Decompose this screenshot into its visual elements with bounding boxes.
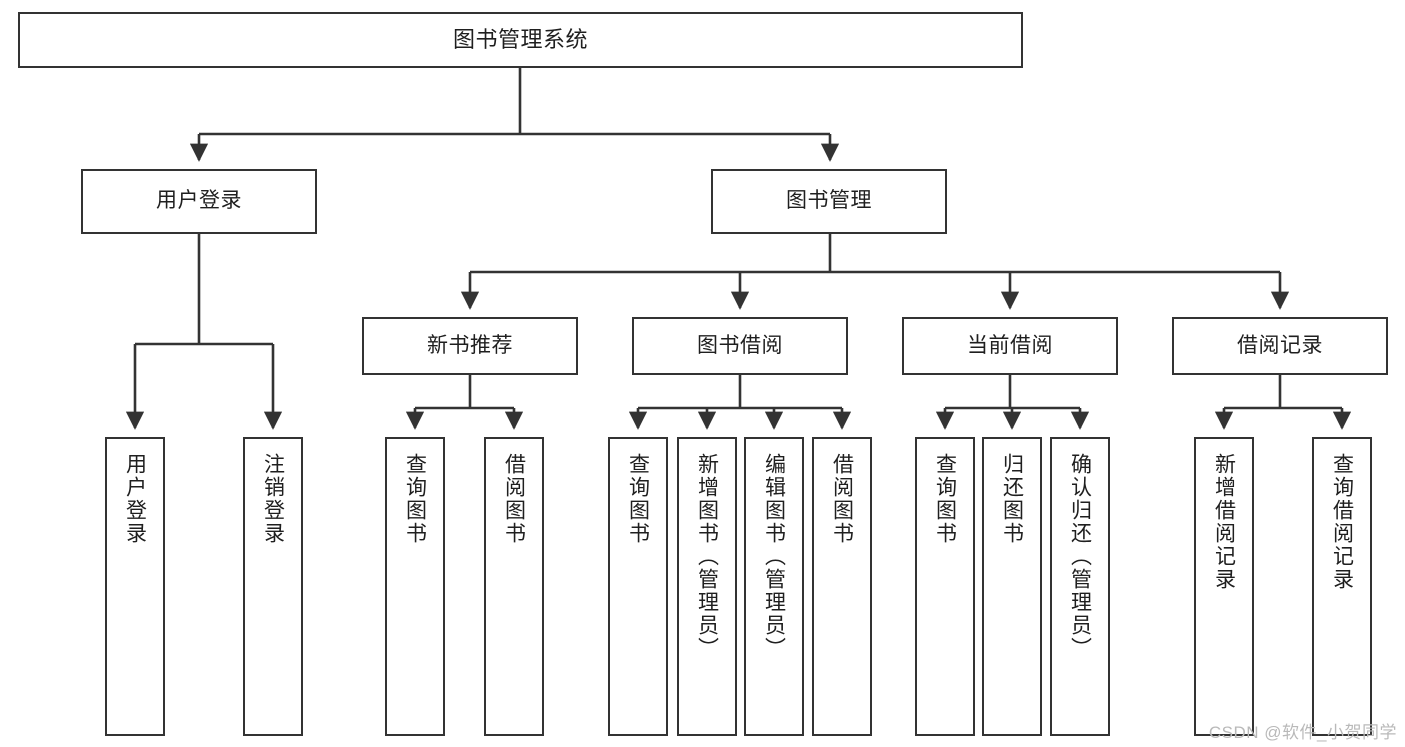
node-leaf-return-book[interactable]: 归还图书 xyxy=(982,437,1042,736)
node-leaf-logout-login[interactable]: 注销登录 xyxy=(243,437,303,736)
node-leaf-confirm-return-admin[interactable]: 确认归还（管理员） xyxy=(1050,437,1110,736)
node-leaf-edit-book-admin-label: 编辑图书（管理员） xyxy=(762,453,786,660)
node-current-borrow-label: 当前借阅 xyxy=(967,333,1053,357)
node-leaf-query-book-borrow-label: 查询图书 xyxy=(626,453,650,545)
node-leaf-add-book-admin-label: 新增图书（管理员） xyxy=(695,453,719,660)
node-leaf-borrow-book-new[interactable]: 借阅图书 xyxy=(484,437,544,736)
node-root[interactable]: 图书管理系统 xyxy=(18,12,1023,68)
node-leaf-add-borrow-record-label: 新增借阅记录 xyxy=(1212,453,1236,591)
node-leaf-user-login[interactable]: 用户登录 xyxy=(105,437,165,736)
node-root-label: 图书管理系统 xyxy=(452,27,588,53)
node-leaf-borrow-book-new-label: 借阅图书 xyxy=(502,453,526,545)
node-current-borrow[interactable]: 当前借阅 xyxy=(902,317,1118,375)
node-leaf-query-borrow-record-label: 查询借阅记录 xyxy=(1330,453,1354,591)
node-leaf-edit-book-admin[interactable]: 编辑图书（管理员） xyxy=(744,437,804,736)
node-leaf-borrow-book[interactable]: 借阅图书 xyxy=(812,437,872,736)
node-leaf-logout-login-label: 注销登录 xyxy=(261,453,285,545)
node-book-manage-label: 图书管理 xyxy=(786,189,872,213)
node-borrow-record[interactable]: 借阅记录 xyxy=(1172,317,1388,375)
node-leaf-query-borrow-record[interactable]: 查询借阅记录 xyxy=(1312,437,1372,736)
node-leaf-borrow-book-label: 借阅图书 xyxy=(830,453,854,545)
node-leaf-return-book-label: 归还图书 xyxy=(1000,453,1024,545)
node-book-borrow-label: 图书借阅 xyxy=(697,333,783,357)
node-leaf-query-book-current[interactable]: 查询图书 xyxy=(915,437,975,736)
node-user-login-label: 用户登录 xyxy=(156,189,242,213)
node-leaf-user-login-label: 用户登录 xyxy=(123,453,147,545)
node-book-borrow[interactable]: 图书借阅 xyxy=(632,317,848,375)
node-leaf-query-book-current-label: 查询图书 xyxy=(933,453,957,545)
node-leaf-query-book-new-label: 查询图书 xyxy=(403,453,427,545)
node-leaf-add-borrow-record[interactable]: 新增借阅记录 xyxy=(1194,437,1254,736)
node-new-book-recommend-label: 新书推荐 xyxy=(427,333,513,357)
node-leaf-add-book-admin[interactable]: 新增图书（管理员） xyxy=(677,437,737,736)
node-user-login[interactable]: 用户登录 xyxy=(81,169,317,234)
node-leaf-query-book-new[interactable]: 查询图书 xyxy=(385,437,445,736)
node-book-manage[interactable]: 图书管理 xyxy=(711,169,947,234)
node-borrow-record-label: 借阅记录 xyxy=(1237,333,1323,357)
node-leaf-query-book-borrow[interactable]: 查询图书 xyxy=(608,437,668,736)
node-new-book-recommend[interactable]: 新书推荐 xyxy=(362,317,578,375)
node-leaf-confirm-return-admin-label: 确认归还（管理员） xyxy=(1068,453,1092,660)
